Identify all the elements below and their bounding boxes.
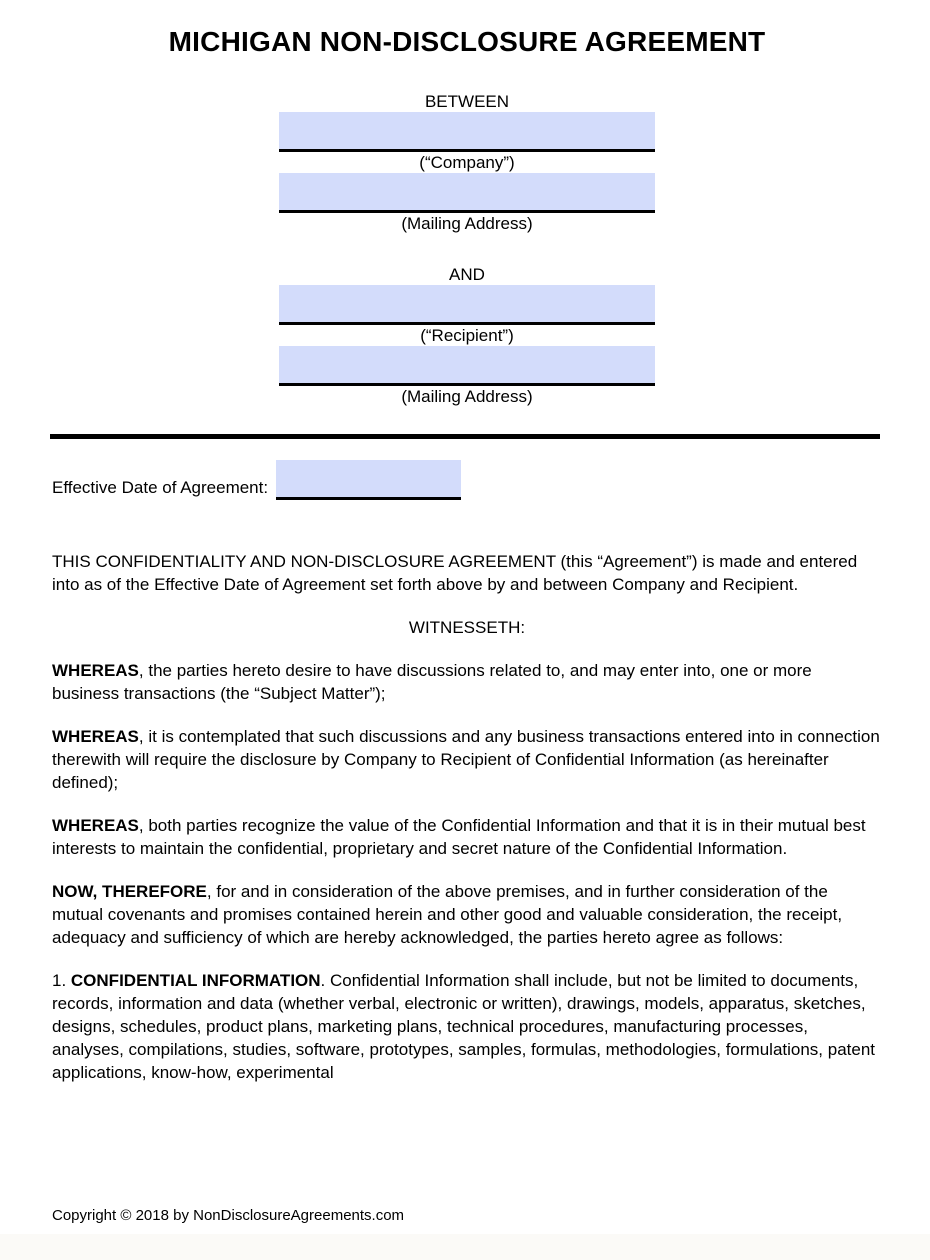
copyright-notice: Copyright © 2018 by NonDisclosureAgreeme… [52, 1207, 405, 1224]
whereas-3-text: , both parties recognize the value of th… [52, 816, 866, 858]
recipient-mailing-caption: (Mailing Address) [401, 387, 533, 406]
section-1-paragraph: 1. CONFIDENTIAL INFORMATION. Confidentia… [52, 969, 882, 1084]
section-divider [50, 434, 880, 439]
whereas-3-lead: WHEREAS [52, 816, 139, 835]
whereas-clause-2: WHEREAS, it is contemplated that such di… [52, 725, 882, 794]
intro-paragraph: THIS CONFIDENTIALITY AND NON-DISCLOSURE … [52, 552, 858, 594]
now-therefore-clause: NOW, THEREFORE, for and in consideration… [52, 880, 882, 949]
witnesseth-heading: WITNESSETH: [408, 618, 526, 637]
recipient-address-input[interactable] [279, 346, 655, 386]
section-1-text: . Confidential Information shall include… [52, 971, 876, 1082]
page-title: MICHIGAN NON-DISCLOSURE AGREEMENT [168, 26, 766, 57]
whereas-clause-3: WHEREAS, both parties recognize the valu… [52, 814, 882, 860]
effective-date-label: Effective Date of Agreement: [52, 478, 269, 497]
parties-fields-block: (“Company”) (Mailing Address) AND (“Reci… [279, 112, 655, 407]
company-mailing-caption: (Mailing Address) [401, 214, 533, 233]
company-address-input[interactable] [279, 173, 655, 213]
whereas-1-lead: WHEREAS [52, 661, 139, 680]
effective-date-input[interactable] [276, 460, 462, 500]
recipient-name-input[interactable] [279, 285, 655, 325]
and-label: AND [449, 265, 485, 284]
page-bottom-strip [0, 1234, 930, 1260]
section-1-number: 1. [52, 971, 71, 990]
between-label: BETWEEN [424, 92, 510, 111]
recipient-caption: (“Recipient”) [420, 326, 514, 345]
whereas-2-lead: WHEREAS [52, 727, 139, 746]
company-caption: (“Company”) [419, 153, 515, 172]
company-name-input[interactable] [279, 112, 655, 152]
effective-date-row: Effective Date of Agreement: [52, 460, 882, 500]
section-1-heading: CONFIDENTIAL INFORMATION [70, 971, 321, 990]
now-therefore-text: , for and in consideration of the above … [52, 882, 843, 947]
whereas-clause-1: WHEREAS, the parties hereto desire to ha… [52, 659, 882, 705]
whereas-1-text: , the parties hereto desire to have disc… [52, 661, 812, 703]
now-therefore-lead: NOW, THEREFORE [52, 882, 207, 901]
whereas-2-text: , it is contemplated that such discussio… [52, 727, 880, 792]
agreement-body: THIS CONFIDENTIALITY AND NON-DISCLOSURE … [52, 550, 882, 1084]
